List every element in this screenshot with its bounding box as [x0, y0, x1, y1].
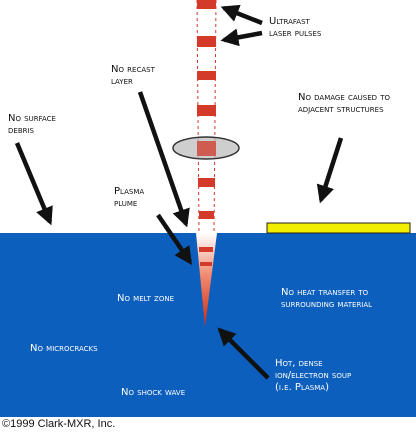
label-plasma-plume: Plasma plume [114, 186, 145, 209]
label-no-melt: No melt zone [117, 293, 174, 304]
plasma-plume [196, 233, 217, 327]
copyright-notice: ©1999 Clark-MXR, Inc. [2, 418, 116, 430]
laser-pulse [197, 71, 216, 80]
label-no-damage: No damage caused to adjacent structures [298, 92, 390, 115]
label-no-recast: No recast layer [111, 64, 155, 87]
laser-pulse [197, 105, 216, 116]
label-no-debris: No surface debris [8, 113, 56, 136]
label-no-shock: No shock wave [121, 387, 186, 398]
laser-pulse [199, 211, 214, 219]
label-ultrafast-pulses: Ultrafast laser pulses [269, 16, 322, 39]
callout-arrows [14, 4, 344, 380]
laser-pulse [197, 0, 216, 9]
arrow-hot-soup [217, 327, 270, 380]
adjacent-structure [266, 222, 411, 234]
laser-pulse [197, 36, 216, 47]
arrow-no-recast [137, 91, 190, 228]
label-no-heat: No heat transfer to surrounding material [281, 287, 373, 310]
label-hot-soup: Hot, dense ion/electron soup (i.e. Plasm… [275, 358, 352, 393]
laser-pulse [198, 178, 215, 187]
label-no-microcracks: No microcracks [30, 343, 98, 354]
beam-edge-left [196, 0, 200, 234]
arrow-plasma-plume [156, 213, 193, 265]
arrow-no-debris [14, 142, 53, 226]
arrow-no-damage [316, 137, 344, 204]
arrow-ultrafast-2 [220, 28, 263, 47]
laser-pulse-train [196, 0, 217, 234]
beam-edge-right [213, 0, 217, 234]
arrow-ultrafast-1 [220, 4, 263, 26]
